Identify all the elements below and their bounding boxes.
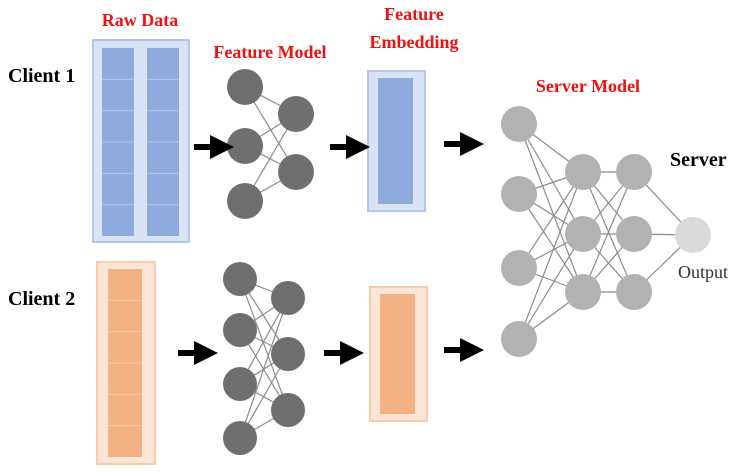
feature-node [278, 96, 314, 132]
client-1-label: Client 1 [8, 65, 75, 87]
feature-node [271, 281, 305, 315]
output-label: Output [678, 262, 728, 282]
client-2-feature-model [223, 262, 305, 455]
feature-node [227, 183, 263, 219]
server-node [616, 154, 652, 190]
server-label: Server [670, 149, 727, 171]
client-2-raw-data [96, 261, 156, 465]
server-model [501, 106, 711, 357]
server-model-label: Server Model [536, 76, 640, 96]
feature-node [223, 262, 257, 296]
client-1-feature-embedding [367, 70, 426, 212]
server-node [675, 217, 711, 253]
feature-embedding-label-line2: Embedding [369, 32, 458, 52]
client-2-label: Client 2 [8, 288, 75, 310]
feature-node [278, 154, 314, 190]
feature-node [271, 337, 305, 371]
feature-node [227, 69, 263, 105]
raw-data-label: Raw Data [102, 10, 179, 30]
server-node [616, 274, 652, 310]
server-node [565, 154, 601, 190]
client-2-feature-embedding [369, 286, 428, 422]
server-node [616, 216, 652, 252]
server-node [501, 321, 537, 357]
server-node [565, 216, 601, 252]
feature-node [223, 367, 257, 401]
feature-node [223, 313, 257, 347]
feature-node [223, 421, 257, 455]
server-node [501, 250, 537, 286]
client-1-feature-model [227, 69, 314, 219]
feature-node [227, 128, 263, 164]
server-node [501, 106, 537, 142]
feature-node [271, 393, 305, 427]
feature-embedding-label-line1: Feature [384, 4, 444, 24]
server-node [565, 274, 601, 310]
server-node [501, 176, 537, 212]
feature-model-label: Feature Model [213, 42, 326, 62]
client-1-raw-data [92, 39, 190, 243]
